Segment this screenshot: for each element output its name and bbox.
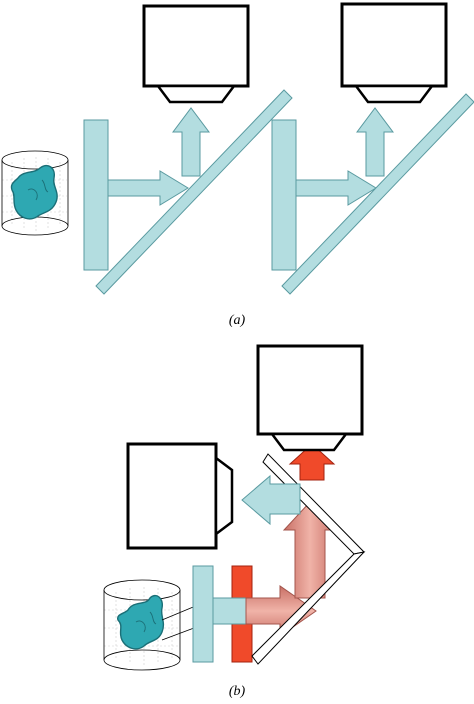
arrow-icon bbox=[107, 170, 189, 206]
camera-icon bbox=[142, 4, 250, 104]
arrow-icon bbox=[241, 474, 301, 526]
camera-icon bbox=[340, 2, 448, 104]
specimen-cylinder-icon bbox=[103, 579, 181, 671]
mirror-icon bbox=[251, 551, 366, 665]
specimen-cylinder-icon bbox=[1, 150, 69, 236]
panel-b bbox=[103, 344, 366, 671]
specimen-blob bbox=[116, 594, 165, 650]
caption-panel-b: (b) bbox=[228, 684, 246, 699]
caption-panel-a: (a) bbox=[228, 313, 246, 328]
specimen-blob bbox=[10, 164, 58, 220]
arrow-icon bbox=[295, 170, 377, 206]
filter-icon bbox=[271, 119, 297, 271]
arrow-icon bbox=[172, 107, 210, 177]
arrow-icon bbox=[356, 107, 394, 177]
camera-icon bbox=[126, 442, 234, 550]
mirror-icon bbox=[95, 89, 293, 295]
filter-icon bbox=[192, 565, 214, 663]
filter-icon bbox=[83, 119, 109, 271]
arrow-icon bbox=[245, 585, 317, 637]
mirror-icon bbox=[281, 93, 474, 295]
arrow-icon bbox=[288, 443, 336, 481]
beam-segment bbox=[212, 597, 250, 625]
panel-a bbox=[1, 2, 474, 295]
camera-icon bbox=[256, 344, 364, 452]
